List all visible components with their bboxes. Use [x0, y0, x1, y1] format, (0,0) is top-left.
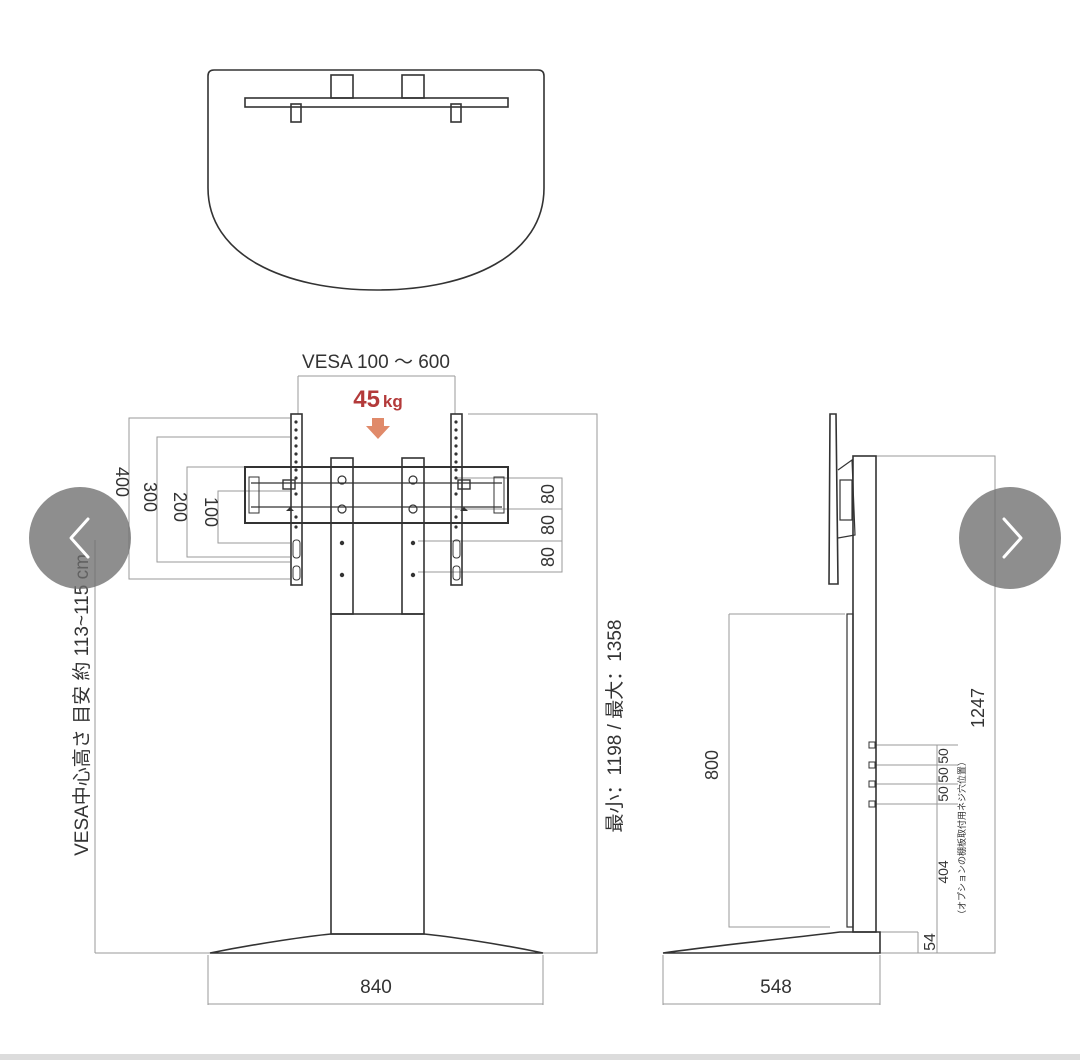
- mount-plate: [244, 466, 509, 524]
- center-pole: [330, 613, 425, 935]
- hole-spacing-3: 50: [935, 786, 951, 802]
- top-view: [207, 69, 545, 291]
- mount-bar: [244, 97, 509, 108]
- option-shelf-note: （オプションの棚板取付用ネジ穴位置）: [956, 757, 967, 919]
- previous-image-button[interactable]: [29, 487, 131, 589]
- total-height-label: 最小：1198 / 最大：1358: [604, 620, 626, 833]
- bracket-right: [450, 413, 463, 586]
- hole-spacing-2: 50: [935, 767, 951, 783]
- dim-80-mid: 80: [538, 515, 558, 535]
- load-value: 45: [353, 386, 380, 413]
- bracket-tab-right: [450, 103, 462, 123]
- width-548-label: 548: [760, 977, 792, 998]
- height-800-label: 800: [702, 750, 722, 780]
- front-base: [209, 933, 544, 954]
- side-view: 800 1247 50 50 50 404 54 （オプションの棚板取付用ネジ穴…: [662, 413, 996, 1005]
- dim-400: 400: [112, 467, 132, 497]
- next-image-button[interactable]: [959, 487, 1061, 589]
- height-1247-label: 1247: [968, 688, 988, 728]
- hole-spacing-1: 50: [935, 748, 951, 764]
- bracket-tab-left: [290, 103, 302, 123]
- column-block-right: [401, 74, 425, 99]
- center-height-label: VESA中心高さ 目安 約 113~115 cm: [71, 554, 93, 856]
- column-left: [330, 457, 354, 615]
- chevron-left-icon: [69, 517, 90, 559]
- dim-200: 200: [170, 492, 190, 522]
- dim-300: 300: [140, 482, 160, 512]
- side-base: [662, 931, 881, 954]
- chevron-right-icon: [1002, 517, 1023, 559]
- side-pole: [852, 455, 877, 933]
- vesa-label: VESA 100 ～ 600: [302, 352, 450, 373]
- bottom-divider: [0, 1054, 1080, 1060]
- base-54-label: 54: [922, 933, 939, 951]
- tv-panel-side: [828, 413, 839, 585]
- bracket-left: [290, 413, 303, 586]
- dim-100: 100: [201, 497, 221, 527]
- base-plate-outline: [207, 69, 545, 291]
- dim-80-bottom: 80: [538, 547, 558, 567]
- dim-80-top: 80: [538, 484, 558, 504]
- load-unit: kg: [383, 392, 403, 411]
- column-block-left: [330, 74, 354, 99]
- load-arrow-icon: [366, 418, 390, 439]
- column-right: [401, 457, 425, 615]
- width-840-label: 840: [360, 977, 392, 998]
- height-404-label: 404: [935, 860, 951, 884]
